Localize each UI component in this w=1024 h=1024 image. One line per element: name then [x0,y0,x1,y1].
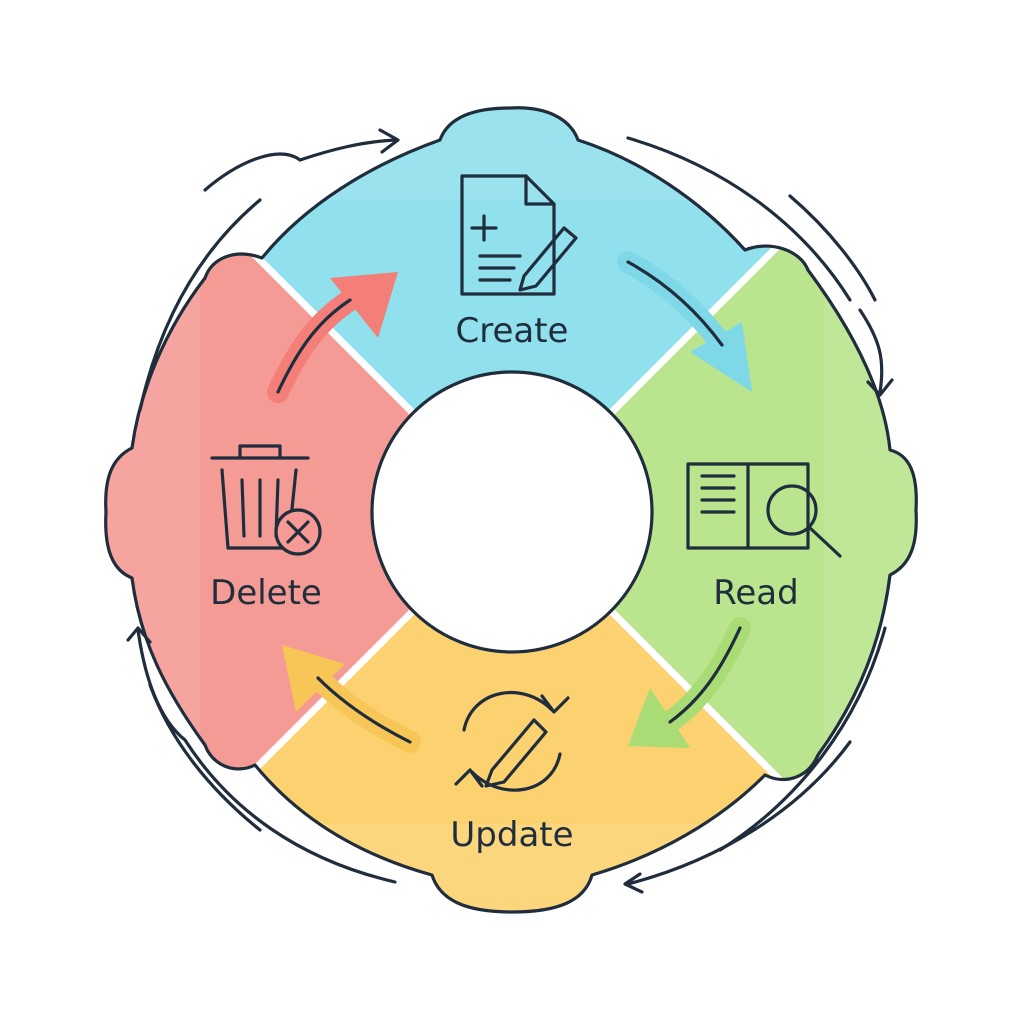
label-delete: Delete [210,573,322,613]
inner-arrows [267,251,752,753]
document-plus-pencil-icon [460,174,578,296]
label-create: Create [456,311,569,351]
book-magnifier-icon [686,462,842,558]
trash-x-icon [210,444,322,556]
gear-outline [104,106,918,914]
outer-arrows [126,128,894,894]
pencil-refresh-icon [454,691,570,792]
center-hole [370,370,654,654]
label-read: Read [713,573,798,613]
label-update: Update [450,815,573,855]
